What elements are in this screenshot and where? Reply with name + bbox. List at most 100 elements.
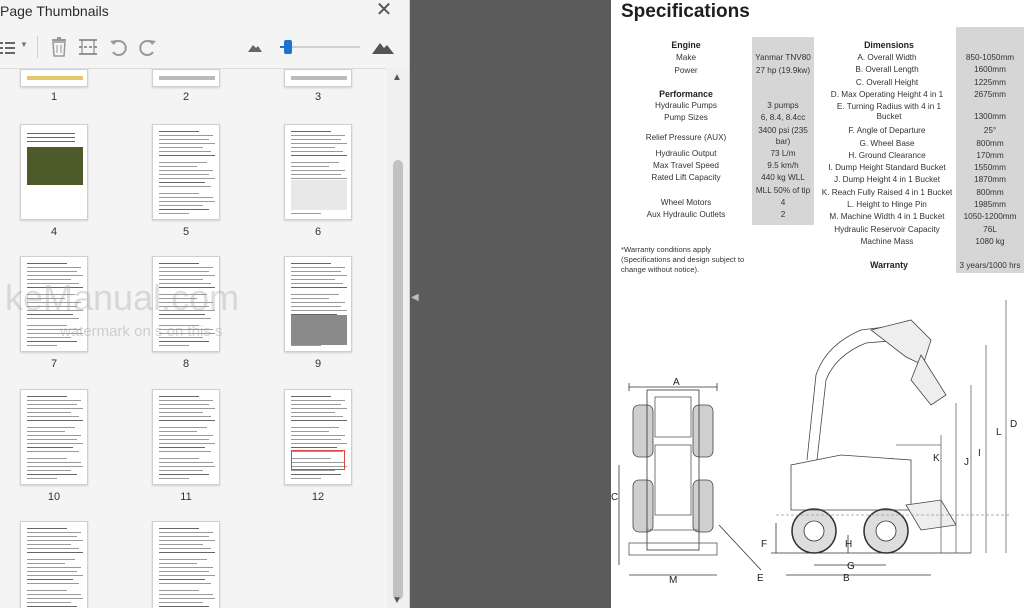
page-thumbnail[interactable] (284, 389, 352, 485)
spec-value: 3 pumps (767, 101, 799, 110)
section-heading: Performance (659, 89, 713, 99)
rotate-left-icon[interactable] (108, 36, 128, 58)
thumbnail-options-icon[interactable] (0, 36, 18, 58)
thumbnails-toolbar: ▼ (0, 32, 410, 62)
thumbnail-text-line (27, 590, 67, 591)
chevron-down-icon[interactable]: ▼ (20, 40, 28, 49)
delete-icon[interactable] (50, 36, 68, 58)
zoom-slider-handle[interactable] (284, 40, 293, 54)
page-thumbnail[interactable] (152, 256, 220, 352)
thumbnail-text-line (159, 283, 211, 284)
page-thumbnail[interactable] (20, 69, 88, 87)
page-number-label: 12 (311, 491, 325, 503)
page-thumbnail[interactable] (152, 69, 220, 87)
thumbnail-text-line (27, 602, 71, 603)
collapse-panel-icon[interactable]: ◀ (411, 292, 419, 303)
page-thumbnail[interactable] (20, 521, 88, 608)
thumbnail-text-line (159, 458, 199, 459)
thumbnail-text-line (291, 470, 335, 471)
value-column-shading (956, 27, 1024, 273)
dimension-label: Machine Mass (860, 236, 914, 246)
dimension-label: K. Reach Fully Raised 4 in 1 Bucket (821, 187, 953, 197)
page-thumbnail[interactable] (20, 256, 88, 352)
thumbnail-text-line (159, 431, 197, 432)
thumbnail-text-line (159, 271, 209, 272)
page-thumbnail[interactable] (284, 124, 352, 220)
thumbnail-text-line (27, 408, 83, 409)
dimension-label: C. Overall Height (855, 77, 919, 87)
top-view-drawing (618, 383, 762, 576)
spec-value: 4 (780, 197, 786, 207)
thumbnail-text-line (159, 155, 215, 156)
page-thumbnail[interactable] (152, 389, 220, 485)
thumbnail-text-line (159, 579, 205, 580)
thumbnail-text-line (291, 178, 347, 179)
thumbnail-text-line (159, 474, 209, 475)
close-icon[interactable]: ✕ (375, 0, 393, 21)
scroll-up-icon[interactable]: ▲ (392, 72, 402, 83)
thumbnail-text-line (291, 151, 343, 152)
thumbnail-zoom-slider[interactable] (280, 40, 360, 54)
thumbnail-text-line (27, 416, 79, 417)
thumbnail-text-line (291, 170, 345, 171)
thumbnail-text-line (159, 408, 215, 409)
thumbnail-text-line (291, 478, 321, 479)
value-column-shading (752, 37, 814, 225)
thumbnail-text-line (159, 182, 205, 183)
thumbnail-text-line (159, 302, 213, 303)
thumbnail-text-line (27, 439, 77, 440)
panel-header: Page Thumbnails ✕ (0, 0, 410, 26)
dimension-label: E. Turning Radius with 4 in 1 (836, 102, 942, 112)
page-thumbnail[interactable] (284, 69, 352, 87)
scrollbar-thumb[interactable] (393, 160, 403, 600)
dimension-label: I. Dump Height Standard Bucket (828, 163, 946, 173)
thumbnail-text-line (159, 139, 209, 140)
thumbnail-text-line (27, 267, 81, 268)
dimension-letter: H (845, 539, 852, 550)
thumbnail-text-line (27, 306, 77, 307)
page-thumbnail[interactable] (152, 521, 220, 608)
document-page: Specifications *Warranty conditions appl… (611, 0, 1024, 608)
spec-value: 9.5 km/h (767, 160, 799, 170)
spec-value: 6, 8.4, 8.4cc (760, 113, 806, 123)
thumbnail-text-line (291, 135, 345, 136)
thumbnail-text-line (27, 443, 83, 444)
thumbnail-text-line (291, 302, 345, 303)
dimension-letter: M (669, 575, 677, 586)
thumbnail-text-line (291, 213, 321, 214)
spec-value: 440 kg WLL (761, 173, 805, 183)
page-thumbnail[interactable] (20, 124, 88, 220)
dimension-value: 1600mm (974, 65, 1006, 75)
thumbnail-text-line (27, 271, 77, 272)
scroll-down-icon[interactable]: ▼ (392, 595, 402, 606)
page-thumbnail[interactable] (284, 256, 352, 352)
thumbnail-text-line (159, 470, 203, 471)
thumbnail-text-line (159, 166, 197, 167)
thumbnail-scrollbar[interactable]: ▲ ▼ (387, 68, 409, 608)
spec-label: Pump Sizes (664, 113, 708, 123)
page-thumbnail[interactable] (20, 389, 88, 485)
dimension-value: 25° (983, 126, 997, 136)
thumbnail-text-line (291, 435, 345, 436)
thumbnail-text-line (159, 400, 213, 401)
thumbnail-text-line (291, 408, 347, 409)
page-thumbnail[interactable] (152, 124, 220, 220)
thumbnail-image (291, 180, 347, 210)
insert-page-icon[interactable] (78, 36, 98, 58)
zoom-in-mountain-icon[interactable] (372, 39, 394, 61)
spec-label: Make (675, 53, 697, 62)
zoom-out-mountain-icon[interactable] (248, 41, 262, 63)
rotate-right-icon[interactable] (138, 36, 158, 58)
thumbnail-text-line (291, 443, 347, 444)
thumbnail-text-line (159, 571, 209, 572)
page-number-label: 1 (50, 91, 58, 103)
dimension-value: 1050-1200mm (963, 212, 1017, 222)
spec-value: 2 (780, 210, 786, 220)
thumbnail-text-line (27, 400, 81, 401)
thumbnail-text-line (27, 279, 71, 280)
thumbnail-text-line (27, 298, 65, 299)
thumbnail-text-line (27, 287, 83, 288)
thumbnail-text-line (159, 178, 215, 179)
section-heading: Engine (671, 40, 701, 50)
thumbnail-text-line (159, 420, 215, 421)
